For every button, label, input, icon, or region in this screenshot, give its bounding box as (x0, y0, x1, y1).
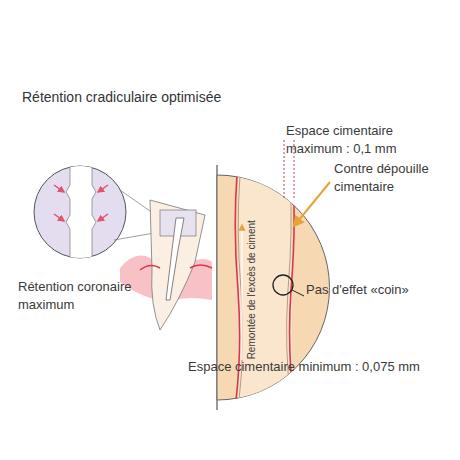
callout-label: Rétention coronaire maximum (18, 278, 133, 313)
callout-label: Contre dépouille cimentaire (334, 160, 444, 195)
dimension-label: Espace cimentaire maximum : 0,1 mm (286, 122, 451, 157)
callout-label: Pas d'effet «coin» (306, 281, 409, 299)
zoom-circle (34, 160, 160, 270)
tooth (120, 200, 212, 330)
flow-label: Remontée de l'excès de ciment (245, 220, 259, 359)
dimension-label: Espace cimentaire minimum : 0,075 mm (188, 358, 420, 376)
title: Rétention cradiculaire optimisée (22, 88, 221, 107)
